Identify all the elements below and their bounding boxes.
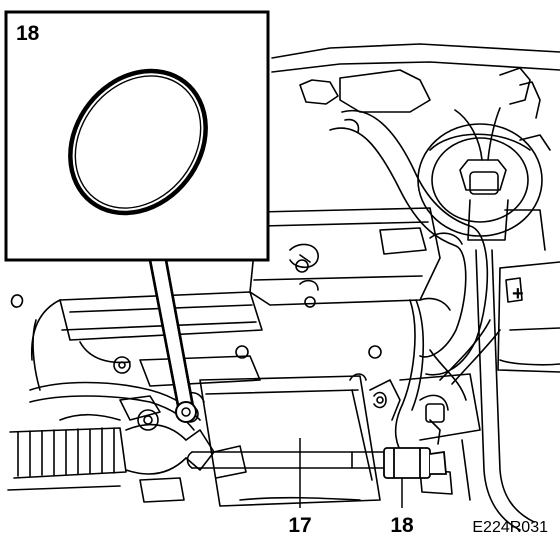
callout-label-18: 18	[390, 514, 414, 537]
inset-label: 18	[16, 22, 40, 45]
o-ring-outer	[68, 68, 208, 216]
callout-17: 17	[288, 438, 312, 537]
inset-leader	[148, 258, 197, 423]
callout-18: 18	[390, 478, 414, 537]
figure-id: E224R031	[472, 519, 548, 536]
inset-frame	[4, 10, 270, 262]
callout-label-17: 17	[288, 514, 311, 537]
detail-inset: 18	[4, 10, 270, 262]
o-ring-inner	[74, 75, 202, 209]
battery-plus-mark: +	[512, 283, 524, 305]
sensor-connector	[383, 447, 447, 479]
